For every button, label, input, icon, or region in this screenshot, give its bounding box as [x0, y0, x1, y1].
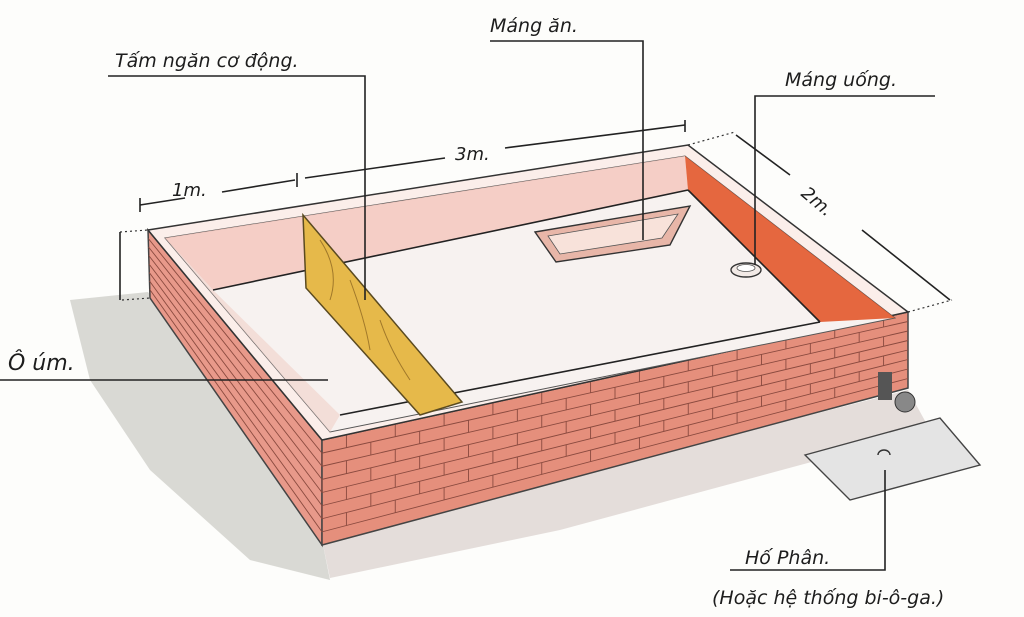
label-feeder: Máng ăn. — [490, 15, 578, 37]
manure-pit-slab — [803, 417, 982, 501]
dimension-1m: 1m. — [172, 180, 207, 201]
movable-divider-panel — [302, 212, 464, 416]
pit-opening-icon — [877, 449, 891, 456]
label-biogas-alternative: (Hoặc hệ thống bi-ô-ga.) — [712, 587, 944, 609]
water-bowl-inner — [736, 264, 756, 272]
drain-pipe — [894, 391, 916, 413]
dimension-lines — [119, 120, 953, 313]
right-floor-edge — [687, 189, 821, 323]
ground-shadow — [70, 292, 330, 580]
leader-lines — [0, 40, 935, 571]
front-shadow — [322, 390, 930, 578]
inner-left-wall — [165, 238, 340, 432]
label-waterer: Máng uống. — [785, 69, 897, 91]
inner-right-wall — [685, 156, 895, 322]
label-brooding-area: Ô úm. — [8, 350, 75, 376]
dimension-2m: 2m. — [797, 183, 837, 221]
label-manure-pit: Hố Phân. — [745, 547, 830, 569]
feeder-inner — [547, 213, 679, 255]
dimension-3m: 3m. — [455, 144, 490, 165]
brick-lines — [147, 238, 909, 533]
drain-outlet — [878, 372, 892, 400]
inner-back-wall — [165, 156, 688, 290]
back-floor-edge — [212, 189, 689, 291]
wood-grain — [319, 239, 411, 381]
label-movable-divider: Tấm ngăn cơ động. — [115, 50, 299, 72]
